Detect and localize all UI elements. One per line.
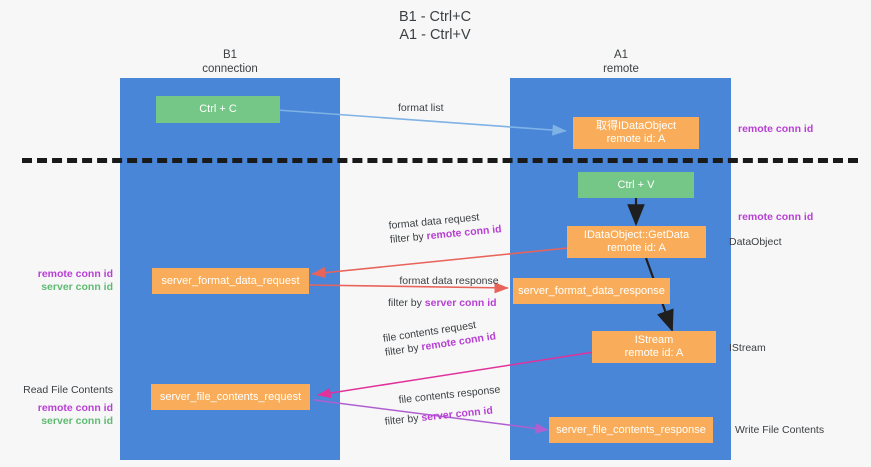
edge-label-format-data-response: format data response filter by server co… bbox=[388, 274, 510, 310]
edge-label-format-data-response-filter: filter by server conn id bbox=[388, 296, 510, 310]
arrow-format-data-response bbox=[307, 282, 509, 294]
annotation-istream: IStream bbox=[729, 342, 766, 354]
diagram-title-line2: A1 - Ctrl+V bbox=[399, 27, 471, 43]
arrow-file-contents-request bbox=[317, 351, 595, 399]
node-istream-line1: IStream bbox=[634, 334, 674, 346]
node-server-file-contents-request-label: server_file_contents_request bbox=[159, 390, 302, 403]
annotation-remote-conn-id-top: remote conn id bbox=[738, 123, 814, 135]
edge-label-format-list-text: format list bbox=[398, 102, 444, 114]
node-ctrl-c[interactable]: Ctrl + C bbox=[156, 96, 280, 123]
arrow-format-list bbox=[276, 109, 567, 136]
diagram-title-line1: B1 - Ctrl+C bbox=[398, 9, 472, 25]
annotation-read-file-contents: Read File Contents bbox=[23, 384, 113, 396]
node-server-format-data-response-label: server_format_data_response bbox=[518, 284, 665, 297]
node-get-idataobject-line2: remote id: A bbox=[606, 133, 666, 145]
filter-prefix: filter by bbox=[389, 230, 428, 246]
lane-header-b1-name: B1 bbox=[222, 49, 238, 61]
filter-key: server conn id bbox=[424, 297, 497, 309]
annotation-dataobject: DataObject bbox=[729, 236, 782, 248]
node-idataobject-getdata-line2: remote id: A bbox=[607, 242, 666, 254]
node-server-file-contents-request[interactable]: server_file_contents_request bbox=[151, 384, 310, 410]
lane-header-a1-role: remote bbox=[603, 63, 639, 75]
node-ctrl-c-label: Ctrl + C bbox=[199, 103, 237, 115]
node-server-format-data-request-label: server_format_data_request bbox=[161, 274, 300, 287]
node-idataobject-getdata-line1: IDataObject::GetData bbox=[583, 229, 690, 241]
node-server-file-contents-response[interactable]: server_file_contents_response bbox=[549, 417, 713, 443]
node-istream[interactable]: IStream remote id: A bbox=[592, 331, 716, 363]
annotation-remote-conn-id-mid: remote conn id bbox=[738, 211, 814, 223]
node-istream-line2: remote id: A bbox=[624, 347, 684, 359]
annotation-left-server-conn-id-bottom: server conn id bbox=[41, 415, 113, 427]
filter-prefix: filter by bbox=[384, 412, 423, 428]
edge-label-format-list: format list bbox=[398, 101, 444, 115]
filter-prefix: filter by bbox=[388, 297, 425, 309]
arrow-format-data-request bbox=[311, 247, 569, 279]
node-server-file-contents-response-label: server_file_contents_response bbox=[556, 423, 706, 436]
phase-divider bbox=[22, 158, 858, 163]
node-server-format-data-response[interactable]: server_format_data_response bbox=[513, 278, 670, 304]
annotation-left-remote-conn-id-bottom: remote conn id bbox=[37, 402, 113, 414]
lane-header-b1-role: connection bbox=[202, 63, 258, 75]
node-idataobject-getdata[interactable]: IDataObject::GetData remote id: A bbox=[567, 226, 706, 258]
annotation-left-server-conn-id-mid: server conn id bbox=[41, 281, 113, 293]
annotation-left-remote-conn-id-mid: remote conn id bbox=[37, 268, 113, 280]
edge-label-format-data-response-text: format data response bbox=[399, 275, 499, 287]
node-get-idataobject-line1: 取得IDataObject bbox=[595, 120, 677, 132]
arrow-file-contents-response bbox=[313, 399, 549, 434]
node-ctrl-v[interactable]: Ctrl + V bbox=[578, 172, 694, 198]
node-server-format-data-request[interactable]: server_format_data_request bbox=[152, 268, 309, 294]
node-get-idataobject[interactable]: 取得IDataObject remote id: A bbox=[573, 117, 699, 149]
node-ctrl-v-label: Ctrl + V bbox=[617, 178, 655, 191]
annotation-write-file-contents: Write File Contents bbox=[735, 424, 825, 436]
lane-header-a1-name: A1 bbox=[613, 49, 629, 61]
